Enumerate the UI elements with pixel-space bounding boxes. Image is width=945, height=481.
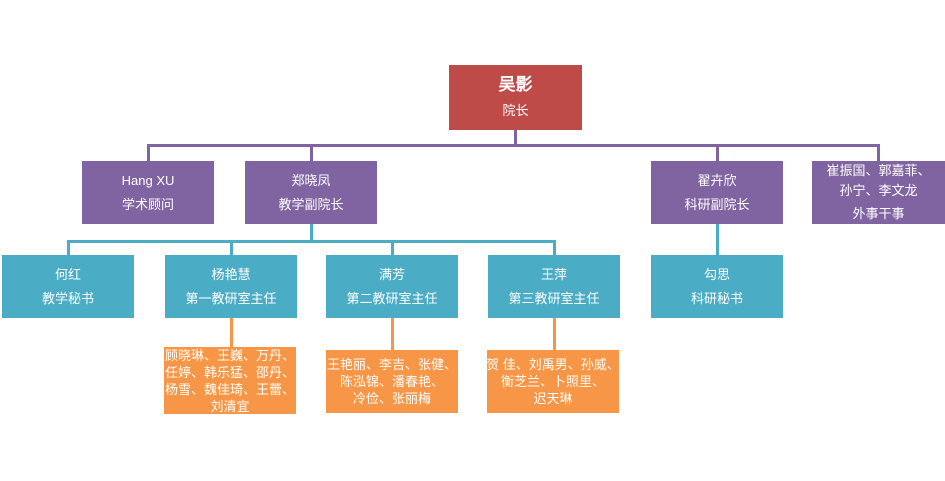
advisor-name: Hang XU bbox=[121, 173, 175, 188]
node-research-vice-dean[interactable]: 翟卉欣 科研副院长 bbox=[651, 161, 783, 224]
office1-members-line4: 刘清宜 bbox=[210, 398, 250, 414]
office2-director-name: 满芳 bbox=[378, 267, 405, 282]
node-teaching-secretary[interactable]: 何红 教学秘书 bbox=[2, 255, 134, 318]
teaching-vice-dean-name: 郑晓凤 bbox=[291, 173, 331, 188]
foreign-affairs-names-line2: 孙宁、李文龙 bbox=[839, 183, 918, 198]
research-vice-dean-name: 翟卉欣 bbox=[697, 173, 737, 188]
advisor-title: 学术顾问 bbox=[121, 197, 174, 212]
office3-members-line2: 衡芝兰、卜照里、 bbox=[500, 374, 605, 389]
connector-root-feed bbox=[514, 130, 517, 144]
connector-level3-drop-office1 bbox=[230, 240, 233, 255]
office1-director-name: 杨艳慧 bbox=[211, 267, 251, 282]
connector-office3-members bbox=[553, 318, 556, 350]
connector-level3-drop-teaching-secretary bbox=[67, 240, 70, 255]
teaching-secretary-name: 何红 bbox=[54, 267, 81, 282]
office2-members-line2: 陈泓锦、潘春艳、 bbox=[339, 374, 444, 389]
research-secretary-name: 勾思 bbox=[703, 267, 730, 282]
dean-title: 院长 bbox=[502, 103, 529, 118]
node-academic-advisor[interactable]: Hang XU 学术顾问 bbox=[82, 161, 214, 224]
connector-office1-members bbox=[230, 318, 233, 347]
connector-research-secretary-line bbox=[716, 224, 719, 255]
office3-members-line3: 迟天琳 bbox=[533, 391, 573, 406]
node-research-secretary[interactable]: 勾思 科研秘书 bbox=[651, 255, 783, 318]
node-foreign-affairs[interactable]: 崔振国、郭嘉菲、 孙宁、李文龙 外事干事 bbox=[812, 161, 945, 224]
office1-director-title: 第一教研室主任 bbox=[185, 291, 277, 306]
office1-members-line3: 杨雪、魏佳琦、王蕾、 bbox=[164, 381, 295, 397]
office2-director-title: 第二教研室主任 bbox=[346, 291, 438, 306]
teaching-secretary-title: 教学秘书 bbox=[41, 291, 94, 306]
office3-members-line1: 贺 佳、刘禹男、孙威、 bbox=[486, 357, 620, 372]
office2-members-line1: 王艳丽、李吉、张健、 bbox=[326, 357, 457, 372]
office1-members-line1: 顾晓琳、王巍、万丹、 bbox=[164, 347, 295, 363]
node-teaching-vice-dean[interactable]: 郑晓凤 教学副院长 bbox=[245, 161, 377, 224]
node-dean[interactable]: 吴影 院长 bbox=[449, 65, 582, 130]
dean-name: 吴影 bbox=[498, 75, 533, 94]
node-office3-director[interactable]: 王萍 第三教研室主任 bbox=[488, 255, 620, 318]
teaching-vice-dean-title: 教学副院长 bbox=[278, 197, 344, 212]
connector-level3-drop-office3 bbox=[553, 240, 556, 255]
office3-director-name: 王萍 bbox=[540, 267, 567, 282]
connector-level3-horizontal bbox=[67, 240, 556, 243]
research-vice-dean-title: 科研副院长 bbox=[684, 197, 750, 212]
office2-members-line3: 冷俭、张丽梅 bbox=[352, 391, 431, 406]
office3-director-title: 第三教研室主任 bbox=[508, 291, 600, 306]
connector-level2-drop-research-vice-dean bbox=[716, 144, 719, 161]
foreign-affairs-title: 外事干事 bbox=[852, 206, 905, 221]
connector-level3-drop-office2 bbox=[391, 240, 394, 255]
connector-level2-drop-teaching-vice-dean bbox=[310, 144, 313, 161]
connector-level2-drop-foreign-affairs bbox=[877, 144, 880, 161]
office1-members-line2: 任婷、韩乐猛、邵丹、 bbox=[164, 364, 295, 380]
node-office2-director[interactable]: 满芳 第二教研室主任 bbox=[326, 255, 458, 318]
connector-level2-drop-advisor bbox=[147, 144, 150, 161]
research-secretary-title: 科研秘书 bbox=[690, 291, 743, 306]
node-office1-director[interactable]: 杨艳慧 第一教研室主任 bbox=[165, 255, 297, 318]
connector-level2-horizontal bbox=[147, 144, 880, 147]
foreign-affairs-names-line1: 崔振国、郭嘉菲、 bbox=[826, 163, 931, 178]
node-office1-members[interactable]: 顾晓琳、王巍、万丹、 任婷、韩乐猛、邵丹、 杨雪、魏佳琦、王蕾、 刘清宜 bbox=[164, 347, 296, 414]
connector-teaching-feed bbox=[310, 224, 313, 240]
connector-office2-members bbox=[391, 318, 394, 350]
node-office2-members[interactable]: 王艳丽、李吉、张健、 陈泓锦、潘春艳、 冷俭、张丽梅 bbox=[326, 350, 458, 413]
node-office3-members[interactable]: 贺 佳、刘禹男、孙威、 衡芝兰、卜照里、 迟天琳 bbox=[486, 350, 620, 413]
